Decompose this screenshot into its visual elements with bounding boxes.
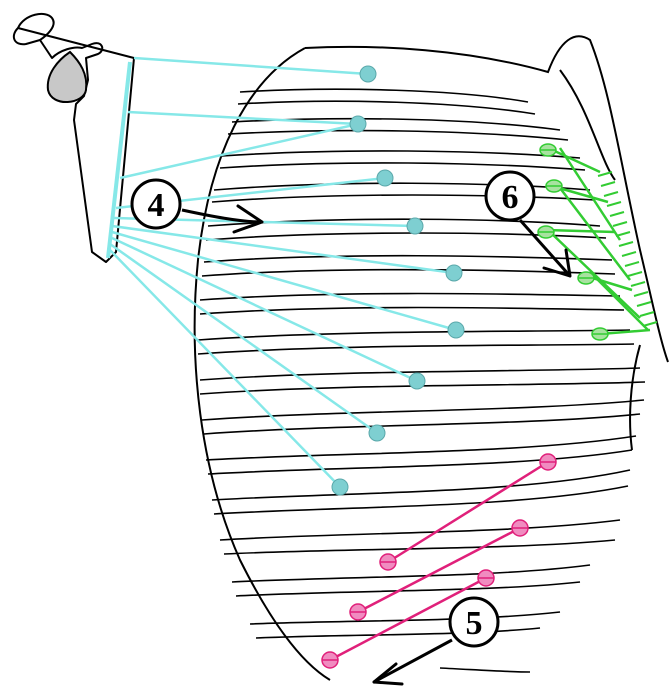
callout-4-label: 4 [148,187,165,224]
serratus-attachment-point [448,322,464,338]
serratus-attachment-point [369,425,385,441]
callout-5: 5 [374,598,498,684]
callout-5-arrow [374,640,452,682]
callout-5-label: 5 [466,605,483,642]
serratus-attachment-point [360,66,376,82]
levatores-attachments [538,144,608,340]
serratus-attachment-point [409,373,425,389]
serratus-attachment-point [377,170,393,186]
callout-6-label: 6 [502,179,519,216]
serratus-attachment-point [446,265,462,281]
serratus-attachment-point [407,218,423,234]
serratus-attachment-point [332,479,348,495]
serratus-fibers [110,58,456,487]
humeral-head [48,52,87,102]
serratus-attachment-point [350,116,366,132]
scapula [14,14,134,262]
